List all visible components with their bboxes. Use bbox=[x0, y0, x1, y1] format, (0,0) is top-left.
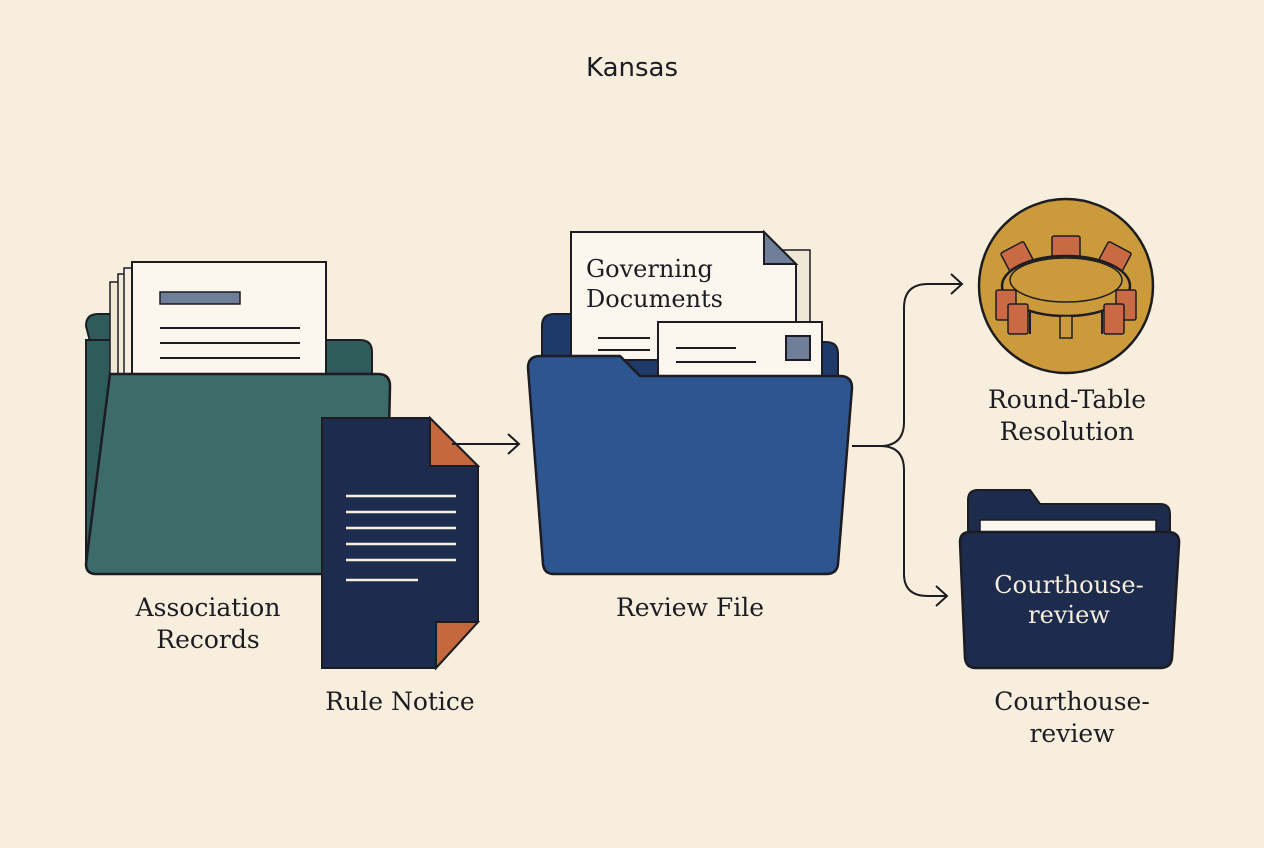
rule-notice-label: Rule Notice bbox=[325, 687, 475, 716]
arrow-to-review-icon bbox=[452, 433, 521, 455]
review-file-label: Review File bbox=[615, 593, 764, 622]
courthouse-folder-text: Courthouse-review bbox=[994, 571, 1144, 629]
association-records-label: Association Records bbox=[135, 593, 281, 654]
courthouse-review-folder-icon bbox=[958, 489, 1181, 670]
review-file-folder-icon bbox=[526, 229, 854, 576]
branch-connector-icon bbox=[852, 273, 964, 607]
association-records-folder-icon bbox=[84, 261, 392, 576]
governing-documents-text: Governing Documents bbox=[586, 255, 723, 313]
round-table-label: Round-Table Resolution bbox=[987, 385, 1147, 446]
rule-notice-document-icon bbox=[321, 415, 481, 671]
diagram-title: Kansas bbox=[585, 53, 679, 83]
courthouse-review-label: Courthouse-review bbox=[994, 687, 1150, 748]
round-table-icon bbox=[977, 197, 1155, 375]
